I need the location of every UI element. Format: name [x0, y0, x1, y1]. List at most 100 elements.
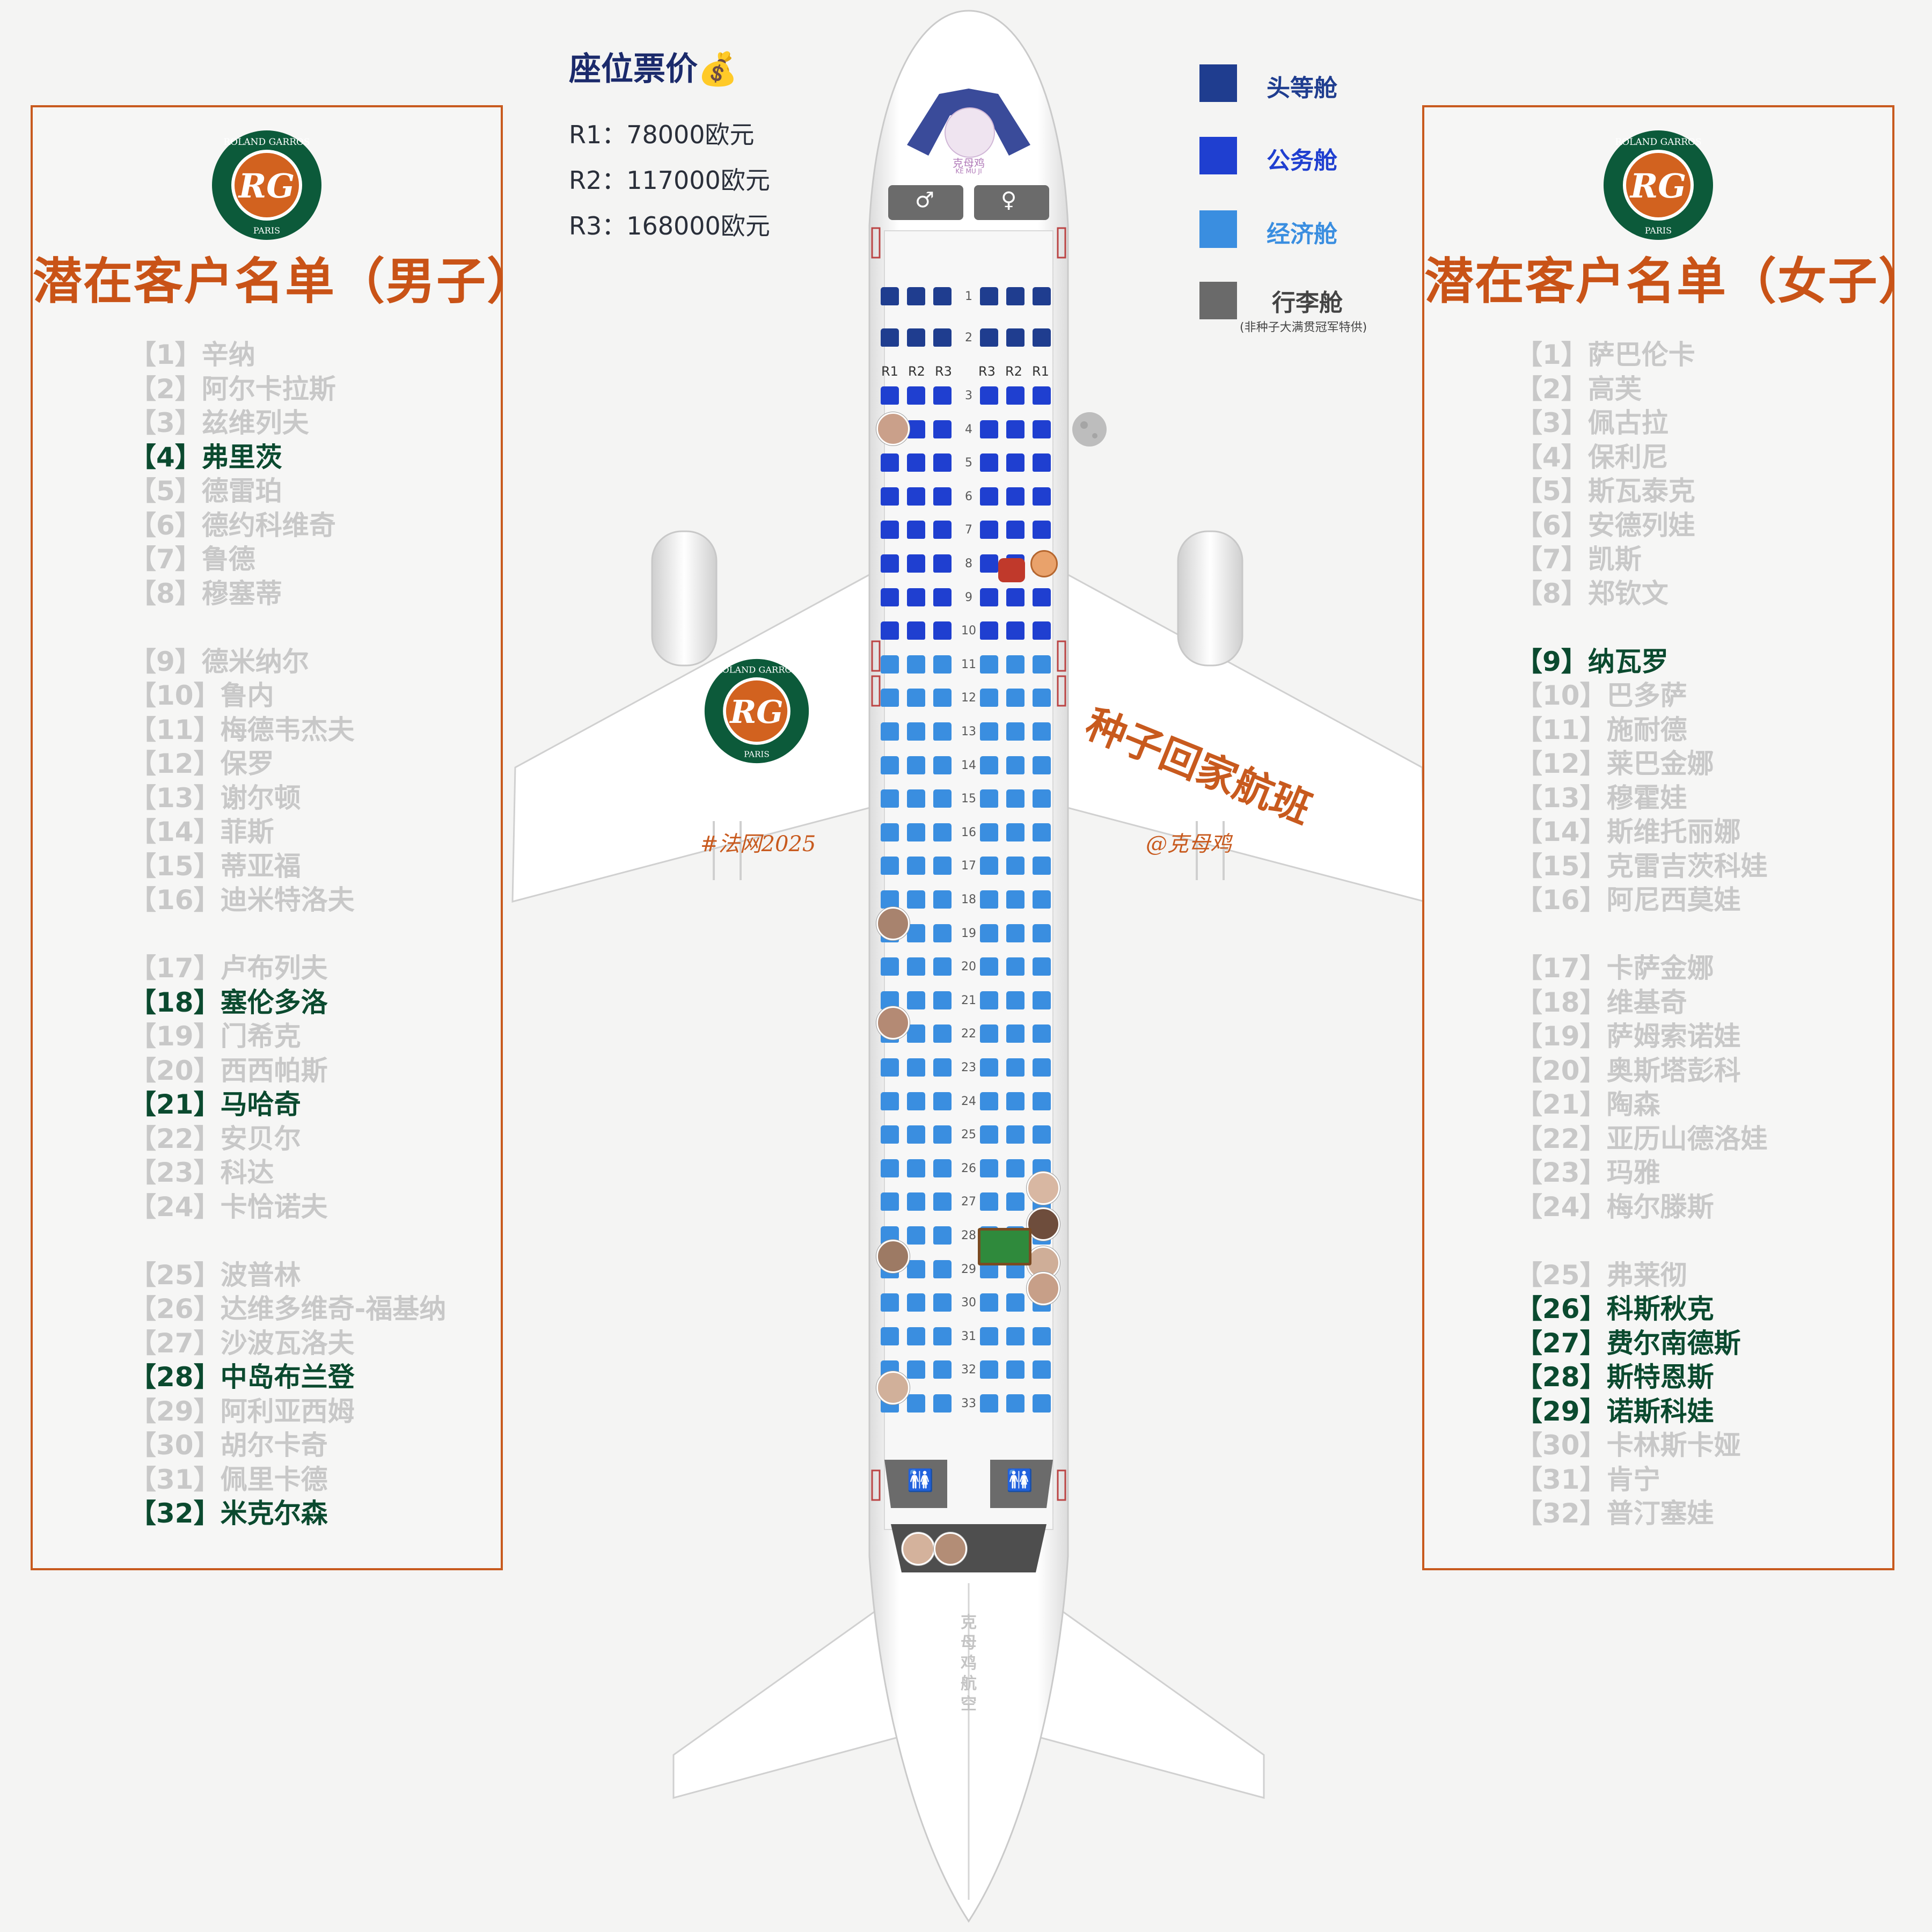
seat[interactable]: [907, 1125, 925, 1144]
seat[interactable]: [1006, 1092, 1024, 1110]
seat[interactable]: [933, 453, 952, 472]
seat[interactable]: [907, 924, 925, 942]
seat[interactable]: [1033, 722, 1051, 741]
seat[interactable]: [881, 328, 899, 347]
seat[interactable]: [907, 420, 925, 438]
seat[interactable]: [1006, 1192, 1024, 1211]
seat[interactable]: [907, 1058, 925, 1077]
seat[interactable]: [1006, 328, 1024, 347]
seat[interactable]: [1006, 1360, 1024, 1379]
seat[interactable]: [933, 621, 952, 640]
seat[interactable]: [933, 554, 952, 573]
seat[interactable]: [980, 420, 998, 438]
seat[interactable]: [980, 287, 998, 305]
seat[interactable]: [1033, 823, 1051, 841]
seat[interactable]: [980, 1125, 998, 1144]
seat[interactable]: [907, 1293, 925, 1312]
seat[interactable]: [980, 957, 998, 976]
seat[interactable]: [1006, 386, 1024, 405]
seat[interactable]: [907, 890, 925, 909]
seat[interactable]: [1033, 420, 1051, 438]
seat[interactable]: [933, 1293, 952, 1312]
seat[interactable]: [907, 722, 925, 741]
seat[interactable]: [933, 487, 952, 506]
seat[interactable]: [1006, 789, 1024, 808]
seat[interactable]: [933, 722, 952, 741]
seat[interactable]: [1006, 1125, 1024, 1144]
seat[interactable]: [881, 588, 899, 606]
seat[interactable]: [933, 386, 952, 405]
seat[interactable]: [1006, 1058, 1024, 1077]
seat[interactable]: [1006, 1159, 1024, 1177]
seat[interactable]: [907, 328, 925, 347]
seat[interactable]: [1006, 1327, 1024, 1345]
seat[interactable]: [980, 1058, 998, 1077]
seat[interactable]: [881, 1327, 899, 1345]
seat[interactable]: [881, 655, 899, 674]
seat[interactable]: [933, 655, 952, 674]
seat[interactable]: [907, 1092, 925, 1110]
seat[interactable]: [1033, 655, 1051, 674]
seat[interactable]: [1006, 1024, 1024, 1043]
seat[interactable]: [1006, 1394, 1024, 1413]
seat[interactable]: [907, 1159, 925, 1177]
seat[interactable]: [1006, 991, 1024, 1009]
seat[interactable]: [933, 689, 952, 707]
seat[interactable]: [980, 689, 998, 707]
seat[interactable]: [933, 420, 952, 438]
seat[interactable]: [1033, 621, 1051, 640]
seat[interactable]: [980, 722, 998, 741]
seat[interactable]: [933, 1125, 952, 1144]
seat[interactable]: [1006, 453, 1024, 472]
seat[interactable]: [980, 991, 998, 1009]
seat[interactable]: [1033, 1058, 1051, 1077]
seat[interactable]: [1033, 689, 1051, 707]
seat[interactable]: [881, 1293, 899, 1312]
seat[interactable]: [980, 386, 998, 405]
seat[interactable]: [1033, 789, 1051, 808]
seat[interactable]: [881, 1092, 899, 1110]
seat[interactable]: [980, 621, 998, 640]
seat[interactable]: [1006, 857, 1024, 875]
seat[interactable]: [907, 1360, 925, 1379]
seat[interactable]: [881, 857, 899, 875]
seat[interactable]: [933, 287, 952, 305]
seat[interactable]: [1033, 588, 1051, 606]
seat[interactable]: [1033, 287, 1051, 305]
seat[interactable]: [980, 554, 998, 573]
seat[interactable]: [980, 1394, 998, 1413]
seat[interactable]: [907, 1394, 925, 1413]
seat[interactable]: [1006, 756, 1024, 774]
seat[interactable]: [881, 453, 899, 472]
seat[interactable]: [1033, 924, 1051, 942]
seat[interactable]: [1006, 621, 1024, 640]
seat[interactable]: [980, 823, 998, 841]
seat[interactable]: [980, 453, 998, 472]
seat[interactable]: [907, 487, 925, 506]
seat[interactable]: [907, 689, 925, 707]
seat[interactable]: [1006, 655, 1024, 674]
seat[interactable]: [980, 924, 998, 942]
seat[interactable]: [907, 1260, 925, 1278]
seat[interactable]: [907, 1024, 925, 1043]
seat[interactable]: [907, 386, 925, 405]
seat[interactable]: [1033, 1394, 1051, 1413]
seat[interactable]: [980, 1293, 998, 1312]
seat[interactable]: [1033, 386, 1051, 405]
seat[interactable]: [1006, 521, 1024, 539]
seat[interactable]: [933, 1159, 952, 1177]
seat[interactable]: [907, 453, 925, 472]
seat[interactable]: [907, 554, 925, 573]
seat[interactable]: [907, 655, 925, 674]
seat[interactable]: [933, 890, 952, 909]
seat[interactable]: [907, 991, 925, 1009]
seat[interactable]: [1006, 957, 1024, 976]
seat[interactable]: [907, 857, 925, 875]
seat[interactable]: [980, 328, 998, 347]
seat[interactable]: [933, 789, 952, 808]
seat[interactable]: [933, 1226, 952, 1245]
seat[interactable]: [881, 957, 899, 976]
seat[interactable]: [980, 857, 998, 875]
seat[interactable]: [933, 1260, 952, 1278]
seat[interactable]: [1033, 857, 1051, 875]
